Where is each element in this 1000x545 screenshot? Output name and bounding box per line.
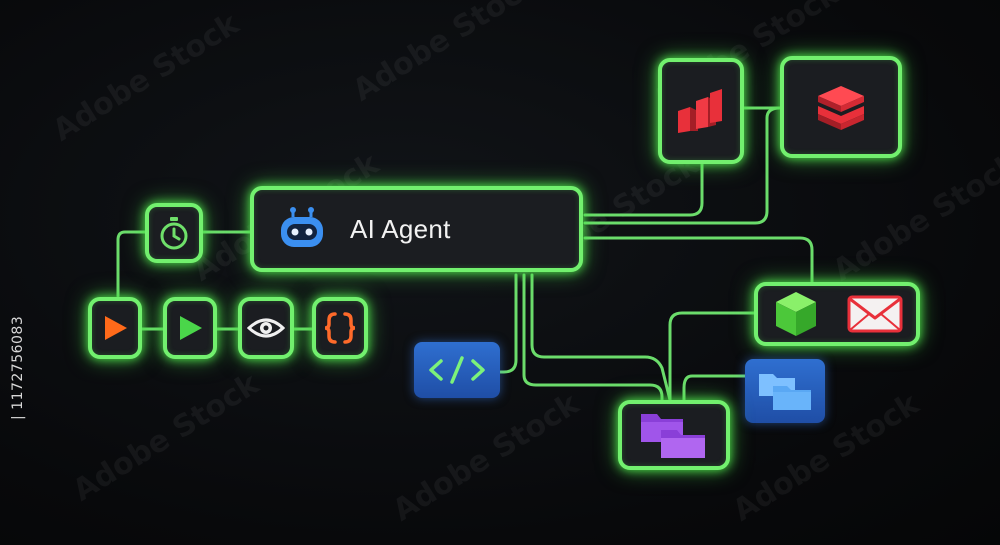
ai-agent-node[interactable]: AI Agent bbox=[250, 186, 583, 272]
play-orange-icon bbox=[105, 316, 127, 340]
layers-stack-icon bbox=[818, 86, 864, 130]
blue-folders-node[interactable] bbox=[745, 359, 825, 423]
code-node[interactable] bbox=[414, 342, 500, 398]
play-green-icon bbox=[180, 316, 202, 340]
robot-icon bbox=[281, 207, 323, 247]
envelope-icon bbox=[847, 295, 902, 333]
folders-icon bbox=[641, 414, 705, 458]
cube-mail-node[interactable] bbox=[754, 282, 920, 346]
wire-agent-folders-a bbox=[522, 273, 664, 402]
bars-node[interactable] bbox=[658, 58, 744, 164]
wire-agent-folders-b bbox=[530, 273, 672, 402]
timer-icon bbox=[160, 217, 188, 250]
ai-agent-label: AI Agent bbox=[350, 213, 451, 244]
wire-timer-play bbox=[116, 230, 147, 298]
run-play-node[interactable] bbox=[163, 297, 217, 359]
trigger-play-node[interactable] bbox=[88, 297, 142, 359]
curly-braces-icon bbox=[324, 312, 356, 344]
wire-agent-cube bbox=[583, 236, 814, 284]
code-icon bbox=[429, 356, 485, 384]
wire-agent-bars bbox=[583, 160, 704, 217]
layers-node[interactable] bbox=[780, 56, 902, 158]
eye-icon bbox=[247, 318, 285, 338]
wire-bluefolder-folders bbox=[682, 374, 747, 402]
folders-blue-icon bbox=[759, 374, 811, 410]
timer-node[interactable] bbox=[145, 203, 203, 263]
bars-chart-icon bbox=[678, 89, 722, 133]
braces-node[interactable] bbox=[312, 297, 368, 359]
wire-agent-code bbox=[498, 273, 518, 374]
eye-node[interactable] bbox=[238, 297, 294, 359]
purple-folders-node[interactable] bbox=[618, 400, 730, 470]
cube-icon bbox=[775, 292, 816, 336]
wire-cube-folders bbox=[668, 311, 756, 402]
